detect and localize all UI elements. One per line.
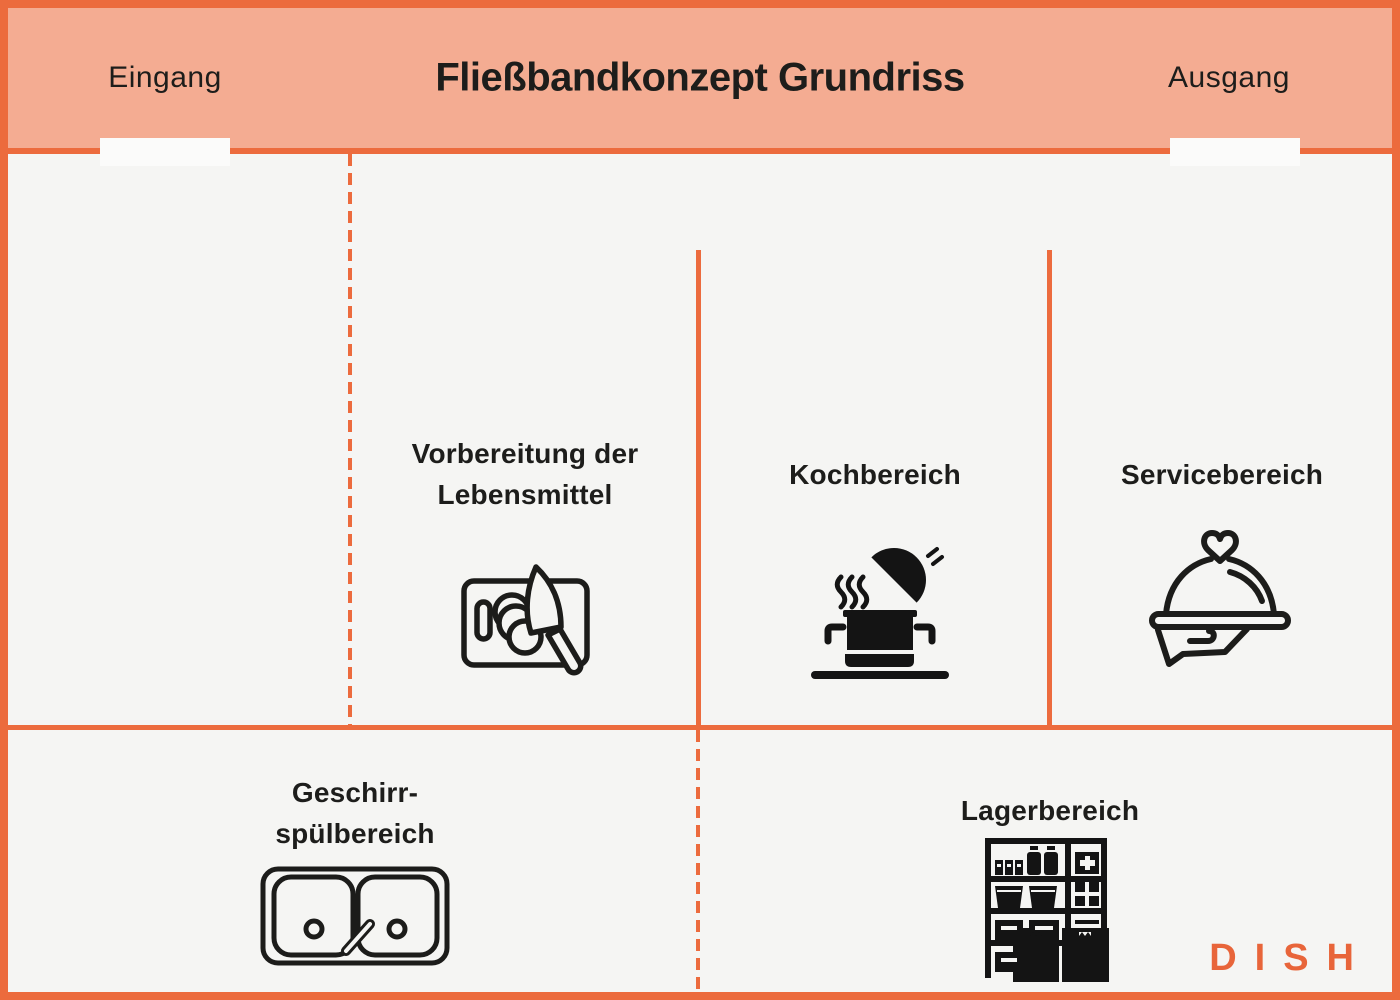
storage-label: Lagerbereich	[960, 795, 1140, 826]
dishwashing-label-line2: spülbereich	[275, 818, 435, 849]
dashed-wall-preparation	[348, 154, 352, 725]
preparation-label-line2: Lebensmittel	[437, 479, 613, 510]
page-title: Fließbandkonzept Grundriss	[435, 55, 965, 100]
double-sink-icon	[260, 866, 450, 966]
area-label-storage: Lagerbereich	[961, 790, 1139, 831]
preparation-label-line1: Vorbereitung der	[411, 438, 639, 469]
area-label-preparation: Vorbereitung der Lebensmittel	[412, 433, 639, 515]
cooking-label: Kochbereich	[789, 459, 961, 490]
entrance-door-opening	[100, 138, 230, 166]
wall-horizontal-main	[8, 725, 1392, 730]
wall-service-left	[1047, 250, 1052, 725]
storage-shelf-icon	[985, 838, 1109, 982]
area-label-cooking: Kochbereich	[789, 454, 961, 495]
wall-cooking-left	[696, 250, 701, 725]
floor-plan-header: Eingang Fließbandkonzept Grundriss Ausga…	[8, 8, 1392, 154]
area-label-service: Servicebereich	[1121, 454, 1323, 495]
exit-label: Ausgang	[1168, 61, 1290, 94]
entrance-label: Eingang	[108, 61, 222, 94]
serving-cloche-icon	[1149, 530, 1291, 667]
service-label: Servicebereich	[1120, 459, 1324, 490]
dish-logo: DISH	[1209, 937, 1372, 979]
area-label-dishwashing: Geschirr- spülbereich	[275, 772, 434, 854]
cooking-pot-icon	[811, 547, 949, 679]
dishwashing-label-line1: Geschirr-	[291, 777, 419, 808]
cutting-board-icon	[461, 564, 590, 676]
exit-door-opening	[1170, 138, 1300, 166]
dashed-wall-storage	[696, 730, 700, 992]
